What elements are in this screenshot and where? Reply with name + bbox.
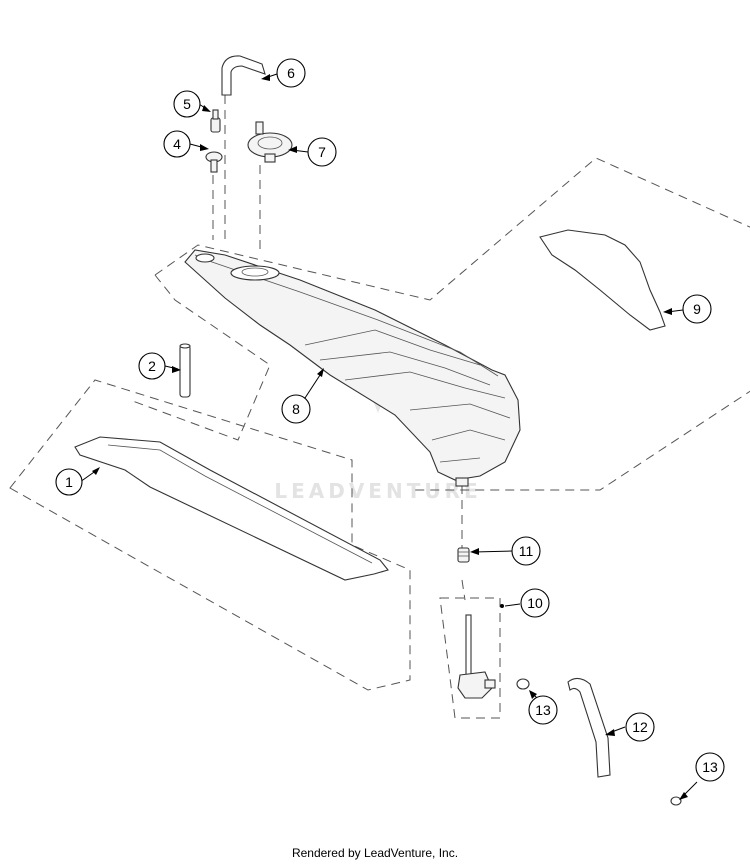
vent-hose	[221, 55, 266, 96]
leader-lines	[79, 73, 698, 800]
watermark-text: LEADVENTURE	[274, 479, 481, 503]
rendered-by-footer: Rendered by LeadVenture, Inc.	[291, 846, 459, 860]
svg-text:13: 13	[535, 702, 551, 718]
spacer-tube	[179, 343, 191, 398]
svg-text:1: 1	[65, 474, 73, 490]
callout-6: 6	[276, 58, 306, 88]
callout-13-upper: 13	[528, 695, 558, 725]
callout-9: 9	[682, 294, 712, 324]
svg-text:11: 11	[519, 543, 534, 559]
svg-text:12: 12	[632, 719, 648, 735]
svg-text:8: 8	[292, 401, 300, 417]
mounting-bolt	[210, 109, 221, 133]
svg-text:13: 13	[702, 759, 718, 775]
callout-8: 8	[281, 394, 311, 424]
outlet-fitting	[457, 547, 470, 563]
callout-12: 12	[625, 712, 655, 742]
callout-13-lower: 13	[695, 752, 725, 782]
svg-text:6: 6	[287, 65, 295, 81]
svg-text:4: 4	[173, 136, 181, 152]
svg-text:2: 2	[148, 358, 156, 374]
callout-4: 4	[163, 130, 191, 158]
callout-5: 5	[173, 90, 201, 118]
fuel-petcock	[457, 614, 496, 699]
mounting-bushing	[205, 151, 223, 173]
callout-1: 1	[55, 468, 83, 496]
callout-2: 2	[138, 352, 166, 380]
hose-clamp-upper	[516, 678, 530, 690]
hose-clamp-lower	[670, 796, 682, 806]
dashed-group-spacer	[129, 274, 271, 441]
fuel-cap	[247, 121, 293, 163]
dashed-group-petcock	[439, 597, 501, 719]
callout-10: 10	[520, 588, 550, 618]
callout-11: 11	[511, 536, 541, 566]
tank-shroud-pad	[539, 229, 666, 331]
dashed-line-filler	[212, 95, 261, 255]
fuel-hose	[567, 677, 611, 778]
dashed-group-frame-rail	[9, 379, 411, 691]
fuel-tank	[184, 249, 521, 487]
dashed-group-tank	[154, 157, 750, 491]
svg-text:10: 10	[527, 595, 543, 611]
svg-text:9: 9	[693, 301, 701, 317]
tank-mount-strip	[74, 436, 389, 581]
callout-7: 7	[307, 137, 337, 167]
svg-text:5: 5	[183, 96, 191, 112]
svg-text:7: 7	[318, 144, 326, 160]
